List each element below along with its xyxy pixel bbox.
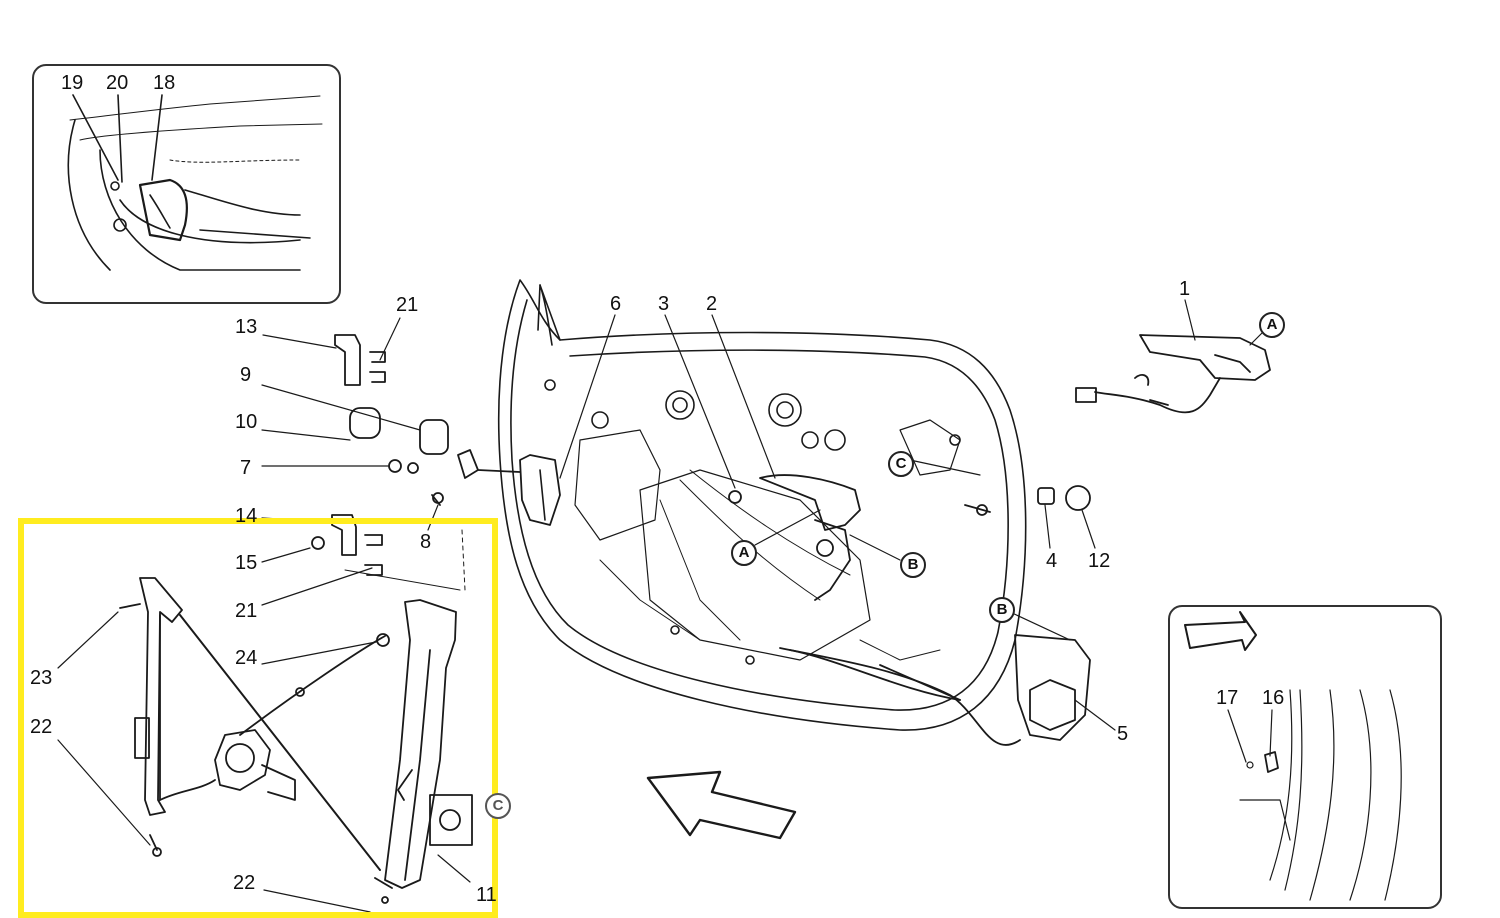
- callout-5: 5: [1117, 723, 1129, 745]
- right-hardware-drawing: [964, 485, 1091, 516]
- callout-21-top: 21: [396, 294, 419, 316]
- callout-8: 8: [420, 531, 432, 553]
- callout-23: 23: [30, 667, 53, 689]
- callout-1: 1: [1179, 278, 1191, 300]
- inset-interior-handle-frame: [32, 64, 341, 304]
- callout-22-left: 22: [30, 716, 53, 738]
- callout-12: 12: [1088, 550, 1111, 572]
- left-hardware-drawing: [311, 334, 521, 591]
- callout-13: 13: [235, 316, 258, 338]
- inset-interior-handle-drawing: [67, 94, 323, 271]
- ref-a-handle: A: [1259, 312, 1285, 338]
- callout-3: 3: [658, 293, 670, 315]
- callout-4: 4: [1046, 550, 1058, 572]
- callout-2: 2: [706, 293, 718, 315]
- ref-b-door: B: [900, 552, 926, 578]
- callout-24: 24: [235, 647, 258, 669]
- callout-15: 15: [235, 552, 258, 574]
- callout-10: 10: [235, 411, 258, 433]
- callout-19: 19: [61, 72, 84, 94]
- callout-11: 11: [476, 884, 497, 906]
- ref-c-door: C: [888, 451, 914, 477]
- direction-arrow: [646, 770, 797, 840]
- outside-handle-drawing: [1075, 334, 1271, 414]
- callout-9: 9: [240, 364, 252, 386]
- door-panel-drawing: [497, 279, 1027, 731]
- callout-22-bottom: 22: [233, 872, 256, 894]
- callout-20: 20: [106, 72, 129, 94]
- callout-17: 17: [1216, 687, 1239, 709]
- ref-c-regulator: C: [485, 793, 511, 819]
- ref-b-lock: B: [989, 597, 1015, 623]
- ref-a-door: A: [731, 540, 757, 566]
- window-regulator-highlight: [18, 518, 498, 918]
- callout-6: 6: [610, 293, 622, 315]
- callout-14: 14: [235, 505, 258, 527]
- callout-18: 18: [153, 72, 176, 94]
- inset-hinge-frame: [1168, 605, 1442, 909]
- door-lock-drawing: [779, 634, 1091, 746]
- callout-21-mid: 21: [235, 600, 258, 622]
- callout-7: 7: [240, 457, 252, 479]
- inset-hinge-drawing: [1184, 611, 1402, 901]
- callout-16: 16: [1262, 687, 1285, 709]
